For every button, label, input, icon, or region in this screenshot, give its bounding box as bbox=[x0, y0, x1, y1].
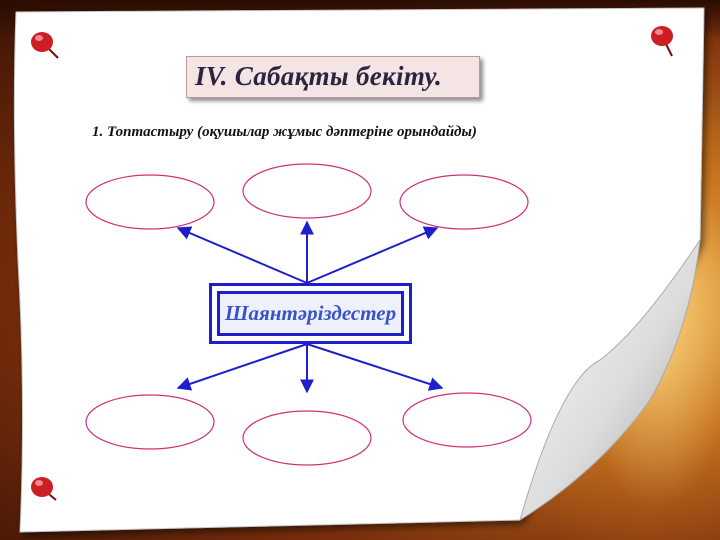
bottom-node-3 bbox=[402, 392, 532, 448]
pin-bottom-left-icon bbox=[31, 477, 57, 501]
slide-title-box: IV. Сабақты бекіту. bbox=[186, 56, 480, 98]
page-curl bbox=[519, 239, 701, 522]
slide-title: IV. Сабақты бекіту. bbox=[195, 61, 443, 91]
pin-top-right-icon bbox=[651, 26, 673, 57]
pin-top-left-icon bbox=[31, 32, 59, 59]
arrow-to-top-node-1 bbox=[176, 226, 308, 284]
arrow-to-bottom-node-3 bbox=[306, 343, 444, 391]
center-concept-box: Шаянтәрiздестер bbox=[209, 283, 412, 344]
center-concept-inner: Шаянтәрiздестер bbox=[217, 291, 404, 336]
arrow-to-bottom-node-1 bbox=[176, 343, 308, 391]
top-node-2 bbox=[242, 163, 372, 219]
bottom-node-2 bbox=[242, 410, 372, 466]
arrow-to-top-node-3 bbox=[306, 226, 439, 284]
task-instruction: 1. Топтастыру (оқушылар жұмыс дәптеріне … bbox=[92, 124, 477, 140]
bottom-node-1 bbox=[85, 394, 215, 450]
center-concept-label: Шаянтәрiздестер bbox=[224, 301, 397, 325]
top-node-1 bbox=[85, 174, 215, 230]
top-node-3 bbox=[399, 174, 529, 230]
